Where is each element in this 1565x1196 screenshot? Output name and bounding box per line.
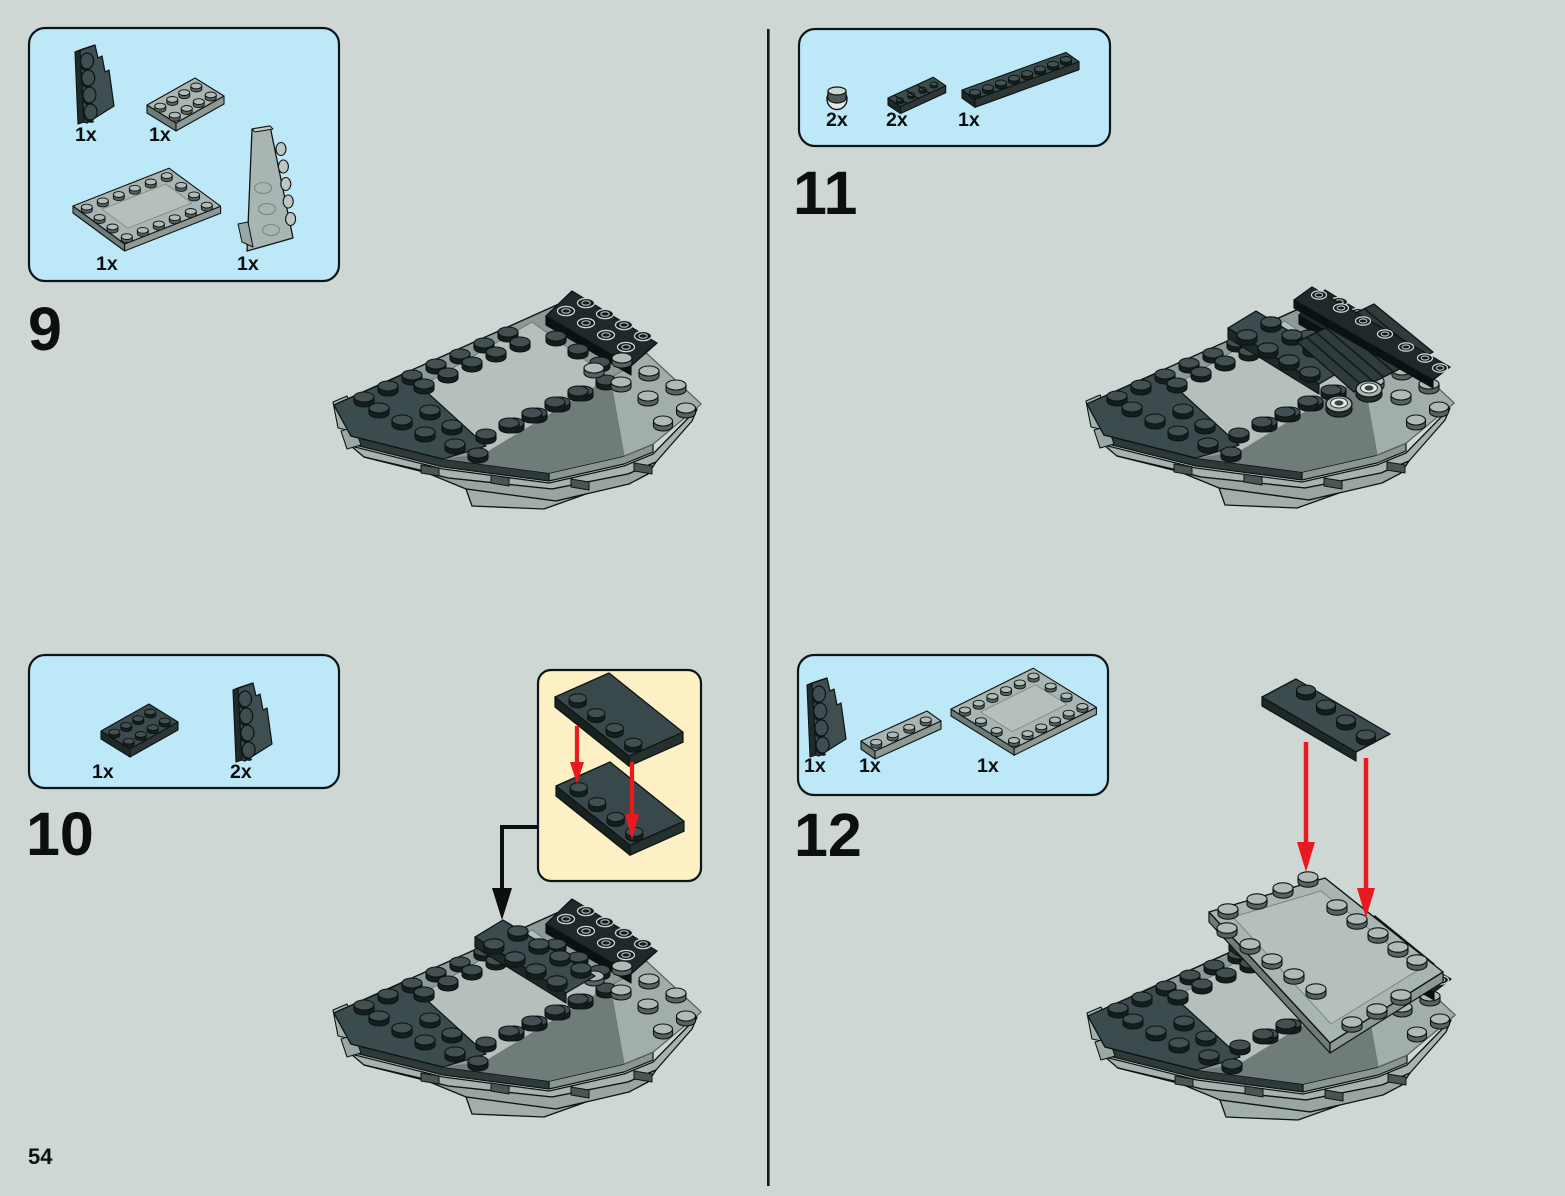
svg-text:1x: 1x: [958, 109, 980, 131]
svg-text:9: 9: [28, 295, 62, 363]
svg-text:1x: 1x: [977, 755, 999, 777]
svg-text:1x: 1x: [149, 124, 171, 146]
svg-text:1x: 1x: [859, 755, 881, 777]
svg-text:1x: 1x: [804, 755, 826, 777]
svg-text:1x: 1x: [237, 253, 259, 275]
svg-text:1x: 1x: [96, 253, 118, 275]
svg-text:54: 54: [28, 1144, 53, 1169]
svg-text:1x: 1x: [75, 124, 97, 146]
svg-text:11: 11: [793, 159, 858, 227]
svg-text:1x: 1x: [92, 761, 114, 783]
svg-text:2x: 2x: [230, 761, 252, 783]
svg-text:10: 10: [26, 800, 94, 868]
svg-text:2x: 2x: [886, 109, 908, 131]
svg-text:12: 12: [794, 801, 862, 869]
svg-text:2x: 2x: [826, 109, 848, 131]
